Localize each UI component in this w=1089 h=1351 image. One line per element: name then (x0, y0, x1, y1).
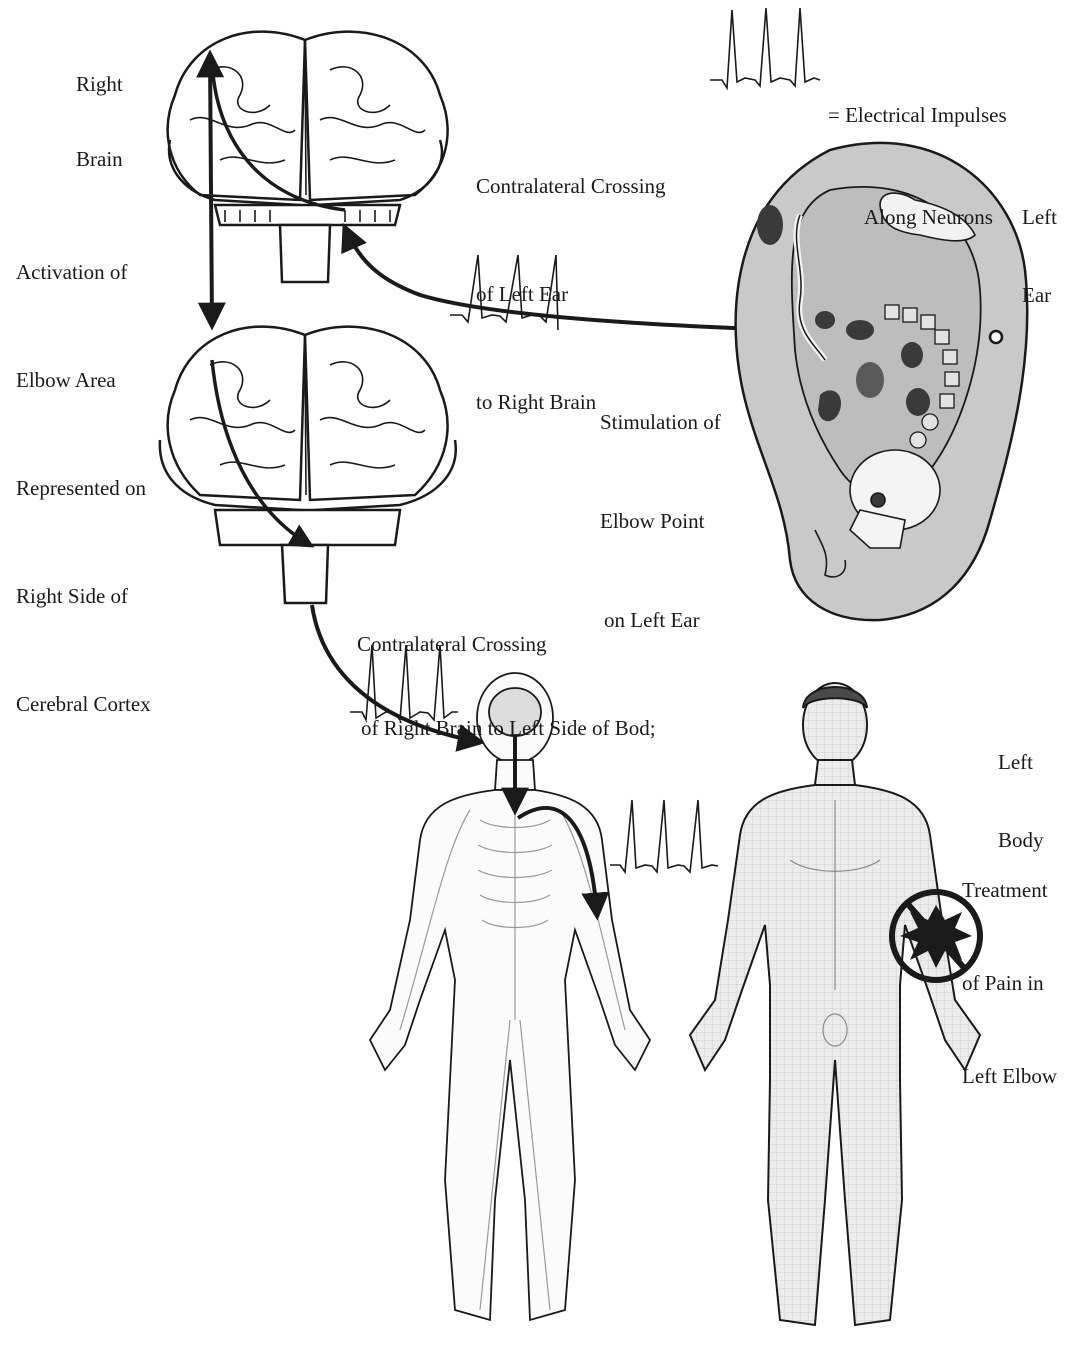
label-line: Contralateral Crossing (476, 168, 666, 204)
label-line: Elbow Area (16, 362, 151, 398)
label-line: of Pain in (962, 968, 1057, 999)
label-line: Left Elbow (962, 1061, 1057, 1092)
label-line: = Electrical Impulses (828, 98, 1007, 132)
label-treatment: Treatment of Pain in Left Elbow (962, 813, 1057, 1123)
label-line: Brain (76, 147, 123, 172)
label-line: Represented on (16, 470, 151, 506)
label-line: Ear (1022, 282, 1057, 308)
label-line: Left (998, 749, 1044, 775)
bottom-brain (160, 327, 456, 603)
label-line: Treatment (962, 875, 1057, 906)
label-line: Elbow Point (600, 505, 721, 538)
label-line: Along Neurons (828, 200, 1007, 234)
impulse-legend-icon (710, 8, 820, 88)
label-line: Right Side of (16, 578, 151, 614)
label-line: Left (1022, 204, 1057, 230)
label-line: Activation of (16, 254, 151, 290)
nervous-system-figure (370, 673, 650, 1320)
impulse-trace-body (610, 800, 718, 872)
label-line: Contralateral Crossing (357, 630, 656, 658)
label-crossing-brain-body: Contralateral Crossing of Right Brain to… (357, 574, 656, 770)
label-activation: Activation of Elbow Area Represented on … (16, 182, 151, 758)
elbow-point-marker (990, 331, 1002, 343)
label-line: Cerebral Cortex (16, 686, 151, 722)
human-body-figure (690, 683, 980, 1325)
label-line: Stimulation of (600, 406, 721, 439)
label-line: of Right Brain to Left Side of Bod; (357, 714, 656, 742)
label-right-brain: Right Brain (76, 22, 123, 197)
label-line: Right (76, 72, 123, 97)
activation-arrow (210, 55, 212, 325)
label-line: of Left Ear (476, 276, 666, 312)
label-left-ear: Left Ear (1022, 152, 1057, 334)
label-legend: = Electrical Impulses Along Neurons (828, 30, 1007, 268)
